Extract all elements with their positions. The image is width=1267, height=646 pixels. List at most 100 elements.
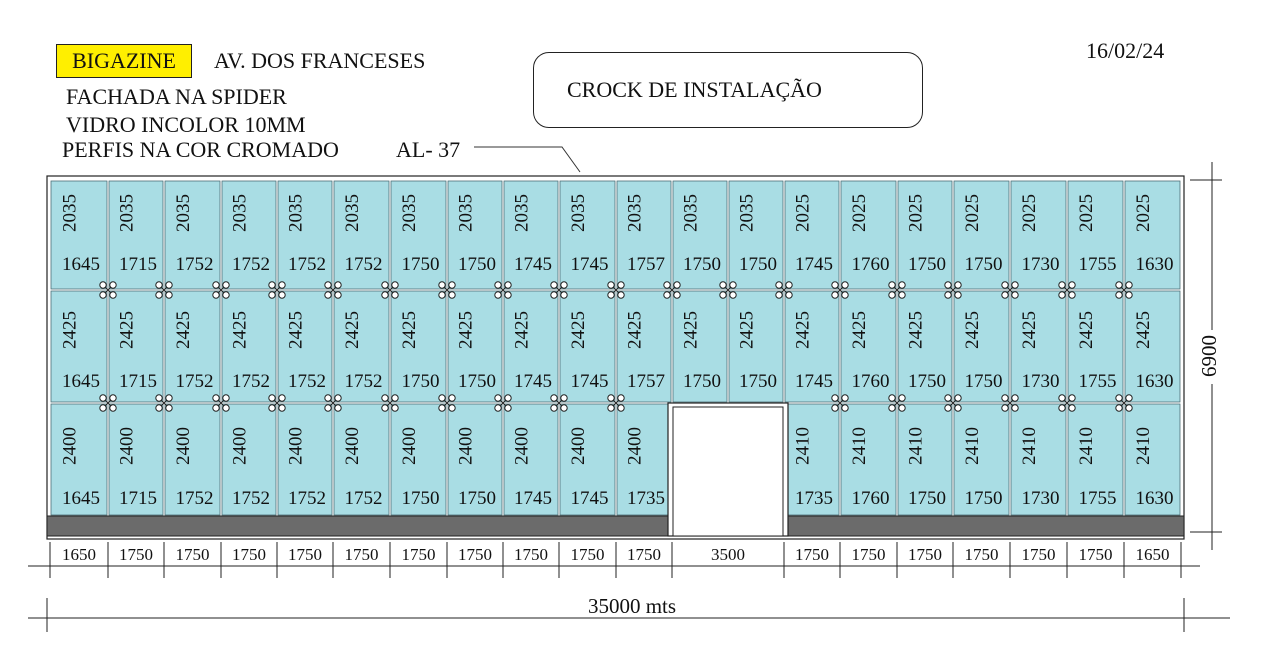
- panel-width-label: 1750: [683, 254, 721, 275]
- panel-height-label: 2425: [849, 311, 870, 349]
- glass-panel: [672, 290, 728, 403]
- spider-fitting-icon: [1115, 394, 1133, 412]
- glass-panel: [390, 403, 447, 516]
- height-label-mask: [1198, 330, 1226, 384]
- spider-fitting-icon: [494, 394, 512, 412]
- spider-fitting-icon: [831, 394, 849, 412]
- glass-panel: [277, 290, 333, 403]
- glass-panel: [447, 180, 503, 290]
- panel-height-label: 2025: [1133, 194, 1154, 232]
- panel-width-label: 1745: [514, 371, 552, 392]
- glass-panel: [390, 290, 447, 403]
- panel-height-label: 2425: [680, 311, 701, 349]
- spider-fitting-icon: [607, 281, 625, 299]
- panel-width-label: 1760: [852, 254, 890, 275]
- column-width-label: 1750: [908, 545, 942, 564]
- glass-panel: [1010, 290, 1067, 403]
- glass-panel: [390, 180, 447, 290]
- panel-width-label: 1645: [62, 371, 100, 392]
- panel-width-label: 1750: [402, 254, 440, 275]
- panel-height-label: 2425: [624, 311, 645, 349]
- spider-fitting-icon: [888, 281, 906, 299]
- spider-fitting-icon: [1115, 281, 1133, 299]
- column-width-label: 1750: [288, 545, 322, 564]
- glass-panel: [50, 180, 108, 290]
- column-width-label: 1750: [795, 545, 829, 564]
- panel-height-label: 2425: [1019, 311, 1040, 349]
- panel-height-label: 2425: [116, 311, 137, 349]
- spider-fitting-icon: [550, 281, 568, 299]
- panel-width-label: 1735: [795, 488, 833, 509]
- glass-panel: [503, 290, 559, 403]
- panel-height-label: 2400: [285, 427, 306, 465]
- column-width-label: 1750: [119, 545, 153, 564]
- panel-height-label: 2035: [568, 194, 589, 232]
- spider-fitting-icon: [155, 394, 173, 412]
- panel-width-label: 1730: [1022, 488, 1060, 509]
- panel-height-label: 2025: [849, 194, 870, 232]
- spider-fitting-icon: [438, 281, 456, 299]
- panel-width-label: 1752: [176, 254, 214, 275]
- glass-panel: [1067, 180, 1124, 290]
- glass-panel: [672, 180, 728, 290]
- panel-width-label: 1645: [62, 488, 100, 509]
- panel-height-label: 2035: [229, 194, 250, 232]
- panel-height-label: 2410: [849, 427, 870, 465]
- glass-panel: [1067, 403, 1124, 516]
- glass-panel: [164, 180, 221, 290]
- panel-width-label: 1750: [908, 488, 946, 509]
- date-label: 16/02/24: [1086, 38, 1165, 63]
- glass-panel: [728, 290, 784, 403]
- panel-height-label: 2410: [1133, 427, 1154, 465]
- panel-width-label: 1745: [571, 488, 609, 509]
- panel-height-label: 2400: [229, 427, 250, 465]
- panel-height-label: 2425: [229, 311, 250, 349]
- leader-line: [474, 146, 581, 173]
- panel-height-label: 2400: [173, 427, 194, 465]
- column-width-label: 1750: [1079, 545, 1113, 564]
- panel-width-label: 1715: [119, 254, 157, 275]
- panel-height-label: 2425: [455, 311, 476, 349]
- column-width-label: 1750: [852, 545, 886, 564]
- column-width-label: 1650: [62, 545, 96, 564]
- glass-type-label: VIDRO INCOLOR 10MM: [66, 112, 306, 137]
- column-width-label: 1750: [1022, 545, 1056, 564]
- glass-panel: [221, 180, 277, 290]
- panel-width-label: 1730: [1022, 371, 1060, 392]
- glass-panel: [840, 403, 897, 516]
- panel-width-label: 1745: [571, 371, 609, 392]
- glass-panel: [1010, 403, 1067, 516]
- panel-height-label: 2400: [568, 427, 589, 465]
- panel-width-label: 1745: [514, 254, 552, 275]
- panel-height-label: 2400: [59, 427, 80, 465]
- glass-panel: [953, 290, 1010, 403]
- glass-panel: [221, 290, 277, 403]
- glass-panel: [616, 180, 672, 290]
- panel-width-label: 1745: [795, 371, 833, 392]
- spider-fitting-icon: [1058, 281, 1076, 299]
- glass-panel: [784, 403, 840, 516]
- profile-code-label: AL- 37: [396, 137, 461, 162]
- glass-panel: [1067, 290, 1124, 403]
- panel-height-label: 2025: [905, 194, 926, 232]
- panel-width-label: 1750: [965, 254, 1003, 275]
- panel-width-label: 1755: [1079, 488, 1117, 509]
- panel-width-label: 1752: [176, 371, 214, 392]
- panel-height-label: 2035: [59, 194, 80, 232]
- facade-type-label: FACHADA NA SPIDER: [66, 84, 287, 109]
- panel-width-label: 1645: [62, 254, 100, 275]
- spider-fitting-icon: [268, 394, 286, 412]
- panel-height-label: 2400: [342, 427, 363, 465]
- panel-width-label: 1745: [795, 254, 833, 275]
- spider-fitting-icon: [381, 394, 399, 412]
- glass-panel: [559, 403, 616, 516]
- panel-height-label: 2035: [680, 194, 701, 232]
- spider-fitting-icon: [1001, 281, 1019, 299]
- spider-fitting-icon: [663, 281, 681, 299]
- panel-height-label: 2425: [173, 311, 194, 349]
- glass-panel: [1124, 180, 1181, 290]
- panel-width-label: 1735: [627, 488, 665, 509]
- glass-panel: [164, 290, 221, 403]
- panel-width-label: 1760: [852, 371, 890, 392]
